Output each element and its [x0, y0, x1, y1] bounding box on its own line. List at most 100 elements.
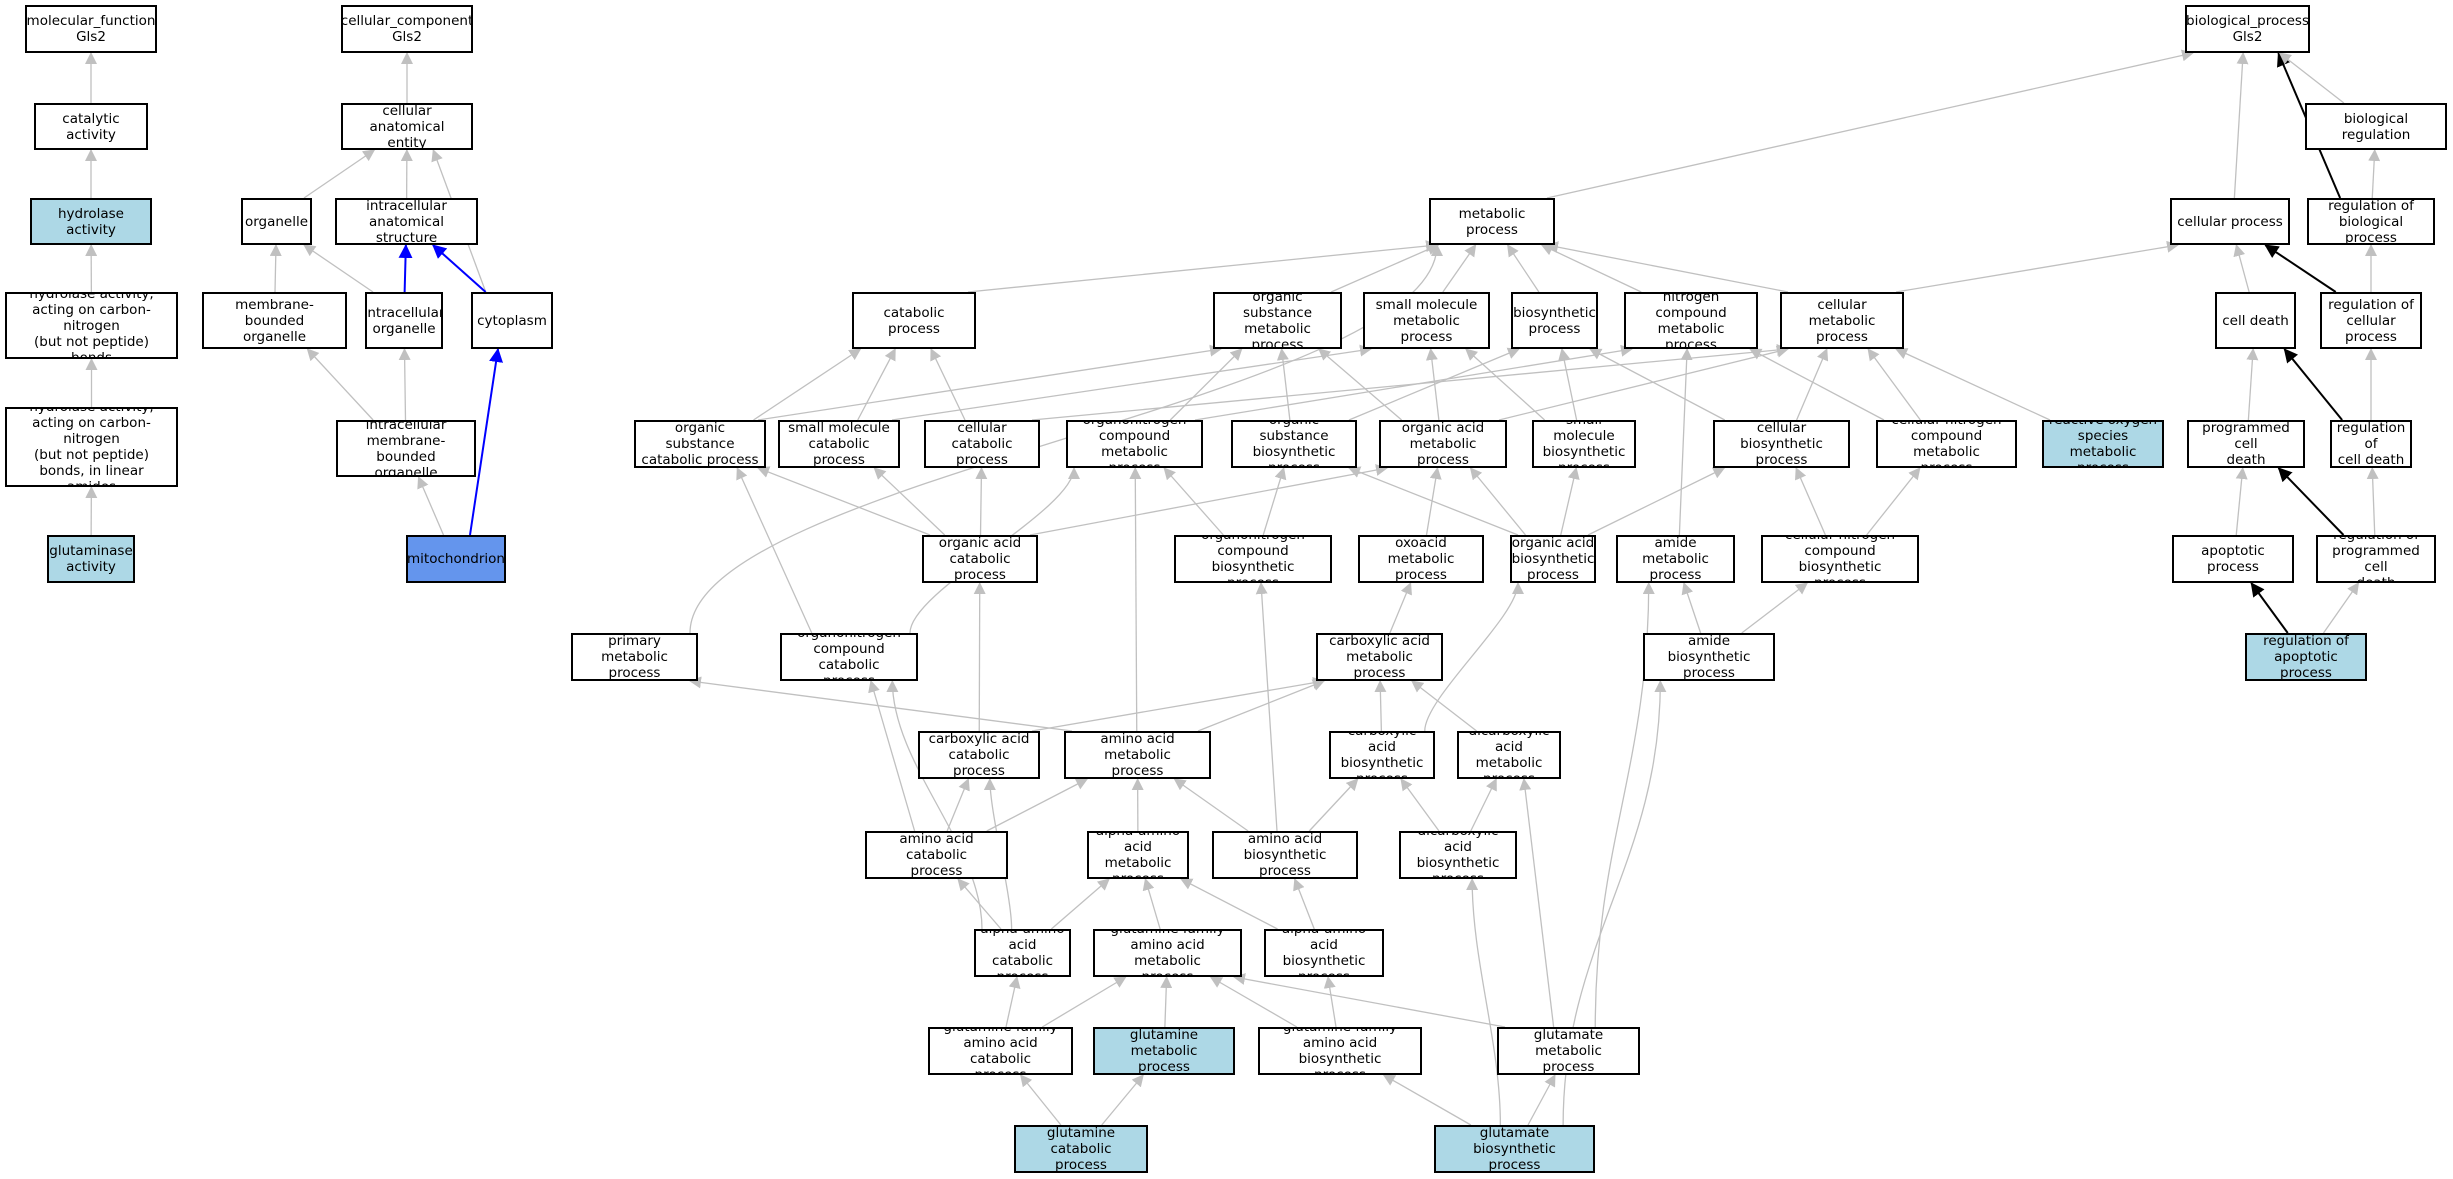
go-term-sm-catab: small molecule catabolic process: [778, 420, 900, 468]
edge-reg-cp-to-cell-proc: [2264, 244, 2337, 293]
edge-dca-met-to-ca-met: [1411, 680, 1478, 732]
edge-glu-biosyn-to-gf-biosyn: [1382, 1074, 1472, 1126]
go-term-glu-met: glutamate metabolic process: [1497, 1027, 1640, 1075]
edge-ca-catab-to-ca-met: [1031, 676, 1325, 732]
edge-imbo-to-mbo: [306, 348, 374, 421]
edge-ros-met-to-cell-met: [1895, 348, 2051, 421]
go-term-ias: intracellular anatomical structure: [335, 198, 478, 245]
edge-reg-pcd-to-pcd: [2277, 467, 2345, 536]
go-term-bio-reg: biological regulation: [2305, 103, 2447, 150]
edge-gln-met-to-gf-met: [1160, 976, 1173, 1028]
edge-org-sub-met-to-metab: [1330, 243, 1440, 293]
go-term-bp-root: biological_process Gls2: [2185, 5, 2310, 53]
edge-alpha-catab-to-alpha-met: [1050, 878, 1110, 930]
go-term-reg-pcd: regulation of programmed cell death: [2316, 535, 2436, 583]
edge-sm-biosyn-to-sm-met: [1465, 348, 1546, 421]
go-term-mf-root: molecular_function Gls2: [25, 5, 157, 53]
edge-catab-to-metab: [967, 240, 1438, 293]
edge-aa-biosyn-to-ca-biosyn: [1308, 778, 1359, 832]
edge-ca-met-to-oxo-met: [1389, 582, 1412, 634]
edge-aa-biosyn-to-aa-met: [1173, 778, 1249, 832]
go-term-reg-bp: regulation of biological process: [2307, 198, 2435, 245]
edge-gf-biosyn-to-alpha-biosyn: [1323, 976, 1337, 1028]
edge-gf-met-to-alpha-met: [1142, 878, 1161, 930]
edge-cell-proc-to-bp-root: [2233, 52, 2249, 199]
go-term-nc-met: nitrogen compound metabolic process: [1624, 292, 1758, 349]
edge-glu-biosyn-to-glu-met: [1527, 1074, 1556, 1126]
go-term-mbo: membrane-bounded organelle: [202, 292, 347, 349]
edge-reg-cd-to-cell-death: [2283, 348, 2343, 421]
go-term-aa-met: amino acid metabolic process: [1064, 731, 1211, 779]
go-term-pcd: programmed cell death: [2187, 420, 2305, 468]
go-term-oxo-met: oxoacid metabolic process: [1358, 535, 1484, 583]
edge-imbo-to-intra-org: [398, 348, 411, 421]
edge-organelle-to-cae: [303, 149, 376, 199]
go-term-ca-catab: carboxylic acid catabolic process: [918, 731, 1040, 779]
edge-cnc-met-to-cell-met: [1867, 348, 1921, 421]
go-term-oa-biosyn: organic acid biosynthetic process: [1510, 535, 1596, 583]
edge-onc-biosyn-to-os-biosyn: [1262, 467, 1287, 536]
edge-oa-biosyn-to-oa-met: [1469, 467, 1527, 536]
edge-bio-reg-to-bp-root: [2278, 52, 2345, 104]
edge-cytoplasm-to-ias: [432, 244, 487, 293]
edge-mito-to-imbo: [417, 476, 445, 536]
edge-ca-biosyn-to-oa-biosyn: [1424, 582, 1524, 732]
edge-reg-apop-to-reg-pcd: [2322, 582, 2360, 634]
go-term-dca-met: dicarboxylic acid metabolic process: [1457, 731, 1561, 779]
go-term-cell-death: cell death: [2215, 292, 2296, 349]
go-term-alpha-biosyn: alpha-amino acid biosynthetic process: [1264, 929, 1384, 977]
go-term-oa-catab: organic acid catabolic process: [922, 535, 1038, 583]
edge-aa-catab-to-onc-catab: [868, 680, 916, 832]
edge-sm-catab-to-sm-met: [891, 344, 1372, 421]
go-term-cell-biosyn: cellular biosynthetic process: [1713, 420, 1850, 468]
go-term-sm-met: small molecule metabolic process: [1363, 292, 1490, 349]
go-term-cc-root: cellular_component Gls2: [341, 5, 473, 53]
go-term-amide-met: amide metabolic process: [1616, 535, 1735, 583]
go-term-prim-met: primary metabolic process: [571, 633, 698, 681]
edge-metab-to-bp-root: [1546, 49, 2194, 199]
edge-reg-pcd-to-reg-cd: [2366, 467, 2379, 536]
go-term-ca-met: carboxylic acid metabolic process: [1316, 633, 1443, 681]
edge-aa-catab-to-aa-met: [986, 778, 1089, 832]
edge-intra-org-to-ias: [398, 244, 413, 293]
go-term-oa-met: organic acid metabolic process: [1379, 420, 1507, 468]
go-term-metab: metabolic process: [1429, 198, 1555, 245]
edge-ca-biosyn-to-ca-met: [1374, 680, 1387, 732]
go-term-gln-catab: glutamine catabolic process: [1014, 1125, 1148, 1173]
edge-amide-biosyn-to-amide-met: [1681, 582, 1702, 634]
go-term-dca-biosyn: dicarboxylic acid biosynthetic process: [1399, 831, 1517, 879]
edge-ca-catab-to-oa-catab: [973, 582, 986, 732]
go-term-gf-catab: glutamine family amino acid catabolic pr…: [928, 1027, 1073, 1075]
edge-reg-bp-to-bio-reg: [2368, 149, 2381, 199]
go-term-hydrolase-cn-lin: hydrolase activity, acting on carbon-nit…: [5, 407, 178, 487]
edge-alpha-catab-to-onc-catab: [886, 680, 983, 930]
edge-glu-met-to-dca-met: [1519, 778, 1555, 1028]
edge-cnc-biosyn-to-cell-biosyn: [1795, 467, 1826, 536]
edge-aa-catab-to-ca-catab: [946, 778, 970, 832]
edge-cnc-met-to-nc-met: [1749, 348, 1885, 421]
edge-reg-apop-to-apop: [2250, 582, 2289, 634]
edge-cell-catab-to-catab: [930, 348, 966, 421]
edge-oa-catab-to-cell-catab: [975, 467, 988, 536]
edge-cell-biosyn-to-biosyn: [1589, 348, 1726, 421]
edge-oa-biosyn-to-sm-biosyn: [1560, 467, 1580, 536]
go-term-hydrolase: hydrolase activity: [30, 198, 152, 245]
edge-cell-death-to-cell-proc: [2233, 244, 2250, 293]
go-term-gln-met: glutamine metabolic process: [1093, 1027, 1235, 1075]
go-term-cell-proc: cellular process: [2170, 198, 2290, 245]
edge-os-biosyn-to-biosyn: [1348, 347, 1520, 421]
edge-gf-catab-to-alpha-catab: [1005, 976, 1021, 1028]
go-term-cell-met: cellular metabolic process: [1780, 292, 1904, 349]
edge-biosyn-to-metab: [1507, 244, 1540, 293]
edge-onc-biosyn-to-onc-met: [1163, 467, 1224, 536]
edge-cell-met-to-metab: [1546, 241, 1789, 293]
edge-sm-biosyn-to-biosyn: [1558, 348, 1578, 421]
edge-aa-met-to-ca-met: [1197, 679, 1325, 732]
edge-intra-org-to-organelle: [303, 244, 374, 293]
edge-oa-met-to-org-sub-met: [1318, 348, 1403, 421]
edge-apop-to-pcd: [2235, 467, 2248, 536]
go-term-org-sub-met: organic substance metabolic process: [1213, 292, 1342, 349]
go-term-reg-cd: regulation of cell death: [2330, 420, 2412, 468]
go-term-cell-catab: cellular catabolic process: [924, 420, 1040, 468]
